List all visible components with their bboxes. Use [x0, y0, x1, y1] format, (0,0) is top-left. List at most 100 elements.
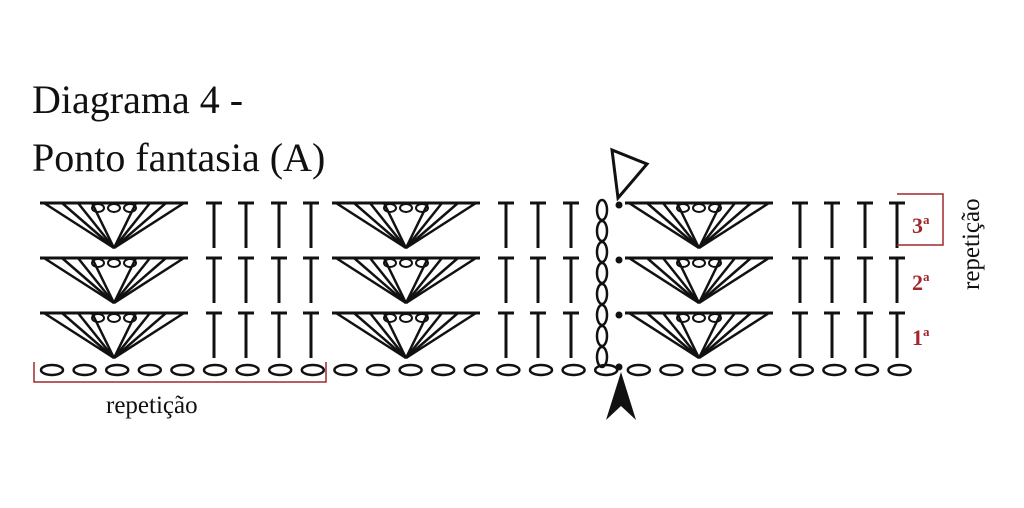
chain-stitch — [756, 363, 782, 377]
fan-chain-loop — [91, 313, 105, 323]
diagram-subtitle: Ponto fantasia (A) — [32, 135, 325, 180]
chain-stitch — [463, 363, 489, 377]
chain-stitch — [170, 363, 195, 377]
fan-chain-loop — [91, 203, 105, 213]
fan-stitch-spoke — [405, 311, 477, 360]
chain-stitch — [724, 363, 749, 377]
fan-stitch-spoke — [90, 312, 116, 359]
fan-stitch-spoke — [698, 257, 752, 304]
chain-stitch — [528, 363, 554, 377]
fan-stitch-spoke — [369, 257, 407, 304]
turning-chain-stitch — [595, 324, 609, 348]
fan-stitch-spoke — [405, 257, 459, 304]
fan-chain-loop — [383, 313, 397, 323]
fan-stitch-spoke — [698, 202, 736, 249]
fan-stitch-spoke — [382, 257, 408, 304]
fan-stitch-spoke — [382, 202, 408, 249]
fan-stitch-spoke — [405, 256, 477, 305]
turning-chain-stitch — [595, 345, 609, 369]
fan-chain-loop — [123, 313, 137, 323]
fan-stitch-spoke — [113, 257, 151, 304]
fan-stitch-spoke — [404, 312, 430, 359]
chain-stitch — [365, 363, 391, 377]
fan-stitch-spoke — [90, 257, 116, 304]
fan-stitch-spoke — [113, 201, 185, 250]
row-number-suffix: a — [923, 212, 930, 227]
turning-chain-stitch — [595, 282, 609, 306]
repeat-bracket-vertical — [897, 193, 944, 246]
chain-stitch — [39, 363, 65, 377]
fan-stitch-spoke — [697, 202, 723, 249]
fan-chain-loop — [107, 258, 121, 268]
chain-stitch — [430, 363, 456, 377]
fan-chain-loop — [692, 258, 706, 268]
fan-stitch-spoke — [382, 312, 408, 359]
fan-chain-loop — [692, 313, 706, 323]
fan-stitch-spoke — [43, 201, 115, 250]
fan-chain-loop — [383, 258, 397, 268]
fan-stitch-spoke — [646, 312, 700, 359]
row-number-label: 3a — [912, 212, 930, 238]
fan-stitch-spoke — [335, 311, 407, 360]
start-arrow-icon — [606, 372, 636, 420]
fan-chain-loop — [123, 258, 137, 268]
repeat-label-horizontal: repetição — [106, 392, 198, 419]
fan-stitch-spoke — [698, 256, 770, 305]
fan-chain-loop — [676, 313, 690, 323]
foundation-chain-row — [39, 363, 912, 377]
fan-stitch-spoke — [662, 202, 700, 249]
fan-stitch-spoke — [113, 311, 185, 360]
fan-stitch-spoke — [628, 311, 700, 360]
fan-chain-loop — [91, 258, 105, 268]
chain-stitch — [235, 363, 260, 377]
chain-stitch — [626, 363, 652, 377]
fan-stitch-spoke — [61, 257, 115, 304]
fan-stitch-spoke — [405, 202, 459, 249]
chain-stitch — [854, 363, 880, 377]
diagram-title: Diagrama 4 - — [32, 77, 243, 122]
chain-stitch — [789, 363, 815, 377]
chain-stitch — [561, 363, 586, 377]
fan-stitch-spoke — [675, 257, 701, 304]
chain-stitch — [659, 363, 684, 377]
row-numbers: 1a 2a 3a — [912, 212, 930, 350]
fan-chain-loop — [399, 258, 413, 268]
repeat-bracket-horizontal — [33, 362, 327, 383]
turning-chain-stitch — [595, 219, 609, 243]
fan-stitch-spoke — [61, 202, 115, 249]
repeat-label-vertical: repetição — [958, 198, 985, 290]
chain-stitch — [333, 363, 358, 377]
fan-stitch-spoke — [646, 202, 700, 249]
stitch-rows — [40, 201, 905, 360]
fan-stitch-spoke — [112, 257, 138, 304]
fan-chain-loop — [415, 313, 429, 323]
row-number-label: 1a — [912, 324, 930, 350]
fan-stitch-spoke — [646, 257, 700, 304]
chain-stitch — [822, 363, 847, 377]
fan-chain-loop — [708, 258, 722, 268]
fan-stitch-spoke — [335, 201, 407, 250]
fan-stitch-spoke — [405, 257, 443, 304]
fan-stitch-spoke — [628, 256, 700, 305]
fan-stitch-spoke — [113, 256, 185, 305]
turning-chain-stitch — [595, 240, 609, 264]
turning-chain-stitch — [595, 303, 609, 327]
fan-stitch-spoke — [77, 202, 115, 249]
fan-stitch-spoke — [113, 202, 167, 249]
fan-stitch-spoke — [662, 257, 700, 304]
fan-stitch-spoke — [698, 257, 736, 304]
chain-stitch — [137, 363, 163, 377]
row-number-suffix: a — [923, 269, 930, 284]
fan-stitch-spoke — [112, 202, 138, 249]
chain-stitch — [593, 363, 619, 377]
fan-chain-loop — [676, 258, 690, 268]
chain-stitch — [72, 363, 97, 377]
fan-chain-loop — [383, 203, 397, 213]
fan-chain-loop — [123, 203, 137, 213]
row-number-label: 2a — [912, 269, 930, 295]
fan-stitch-spoke — [353, 312, 407, 359]
fan-stitch-spoke — [90, 202, 116, 249]
stitch-row — [40, 311, 905, 360]
chain-stitch — [496, 363, 521, 377]
